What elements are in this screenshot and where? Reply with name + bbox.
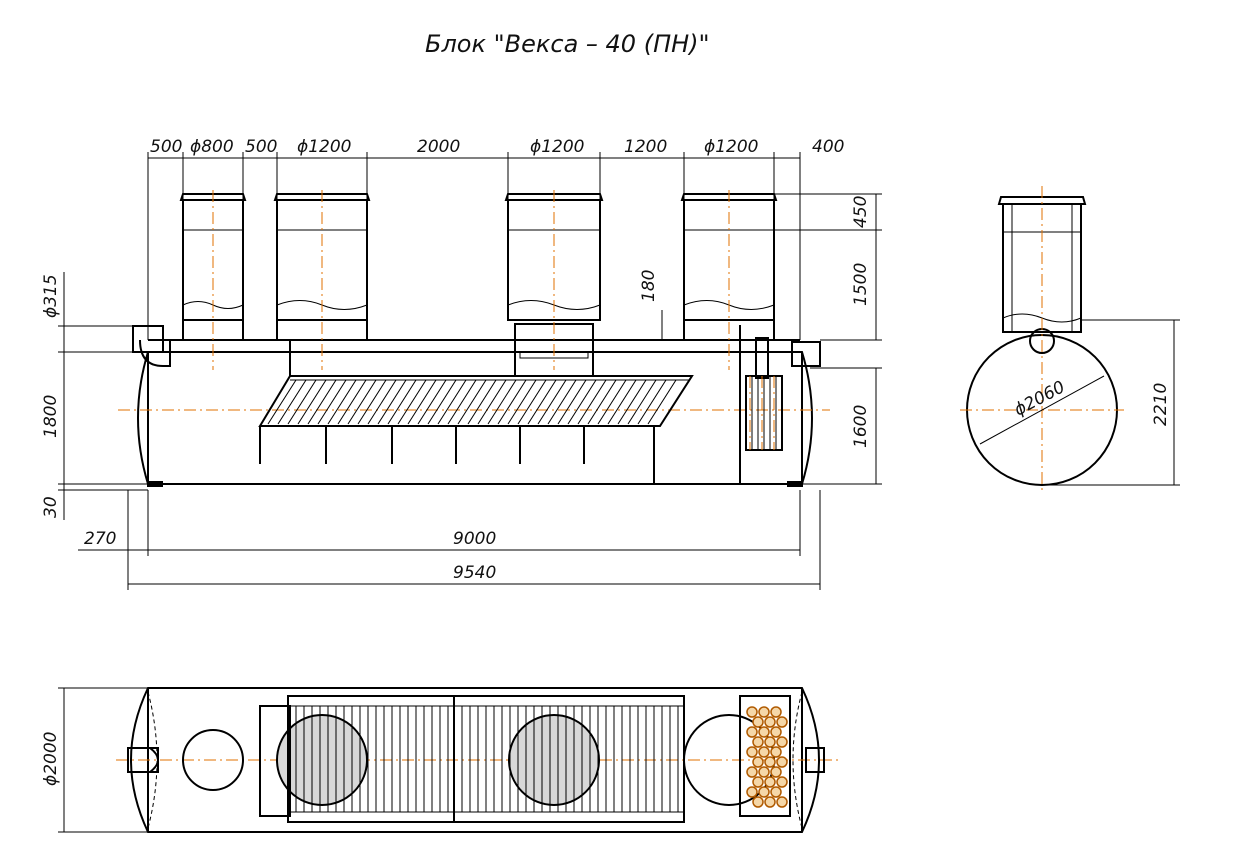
dim-top-8: ϕ1200 <box>704 137 758 157</box>
dim-top-5: 2000 <box>417 137 460 157</box>
sorbent-filter <box>745 337 821 451</box>
dim-top-3: 500 <box>245 137 277 157</box>
dim-right-1: 450 <box>851 196 871 228</box>
drawing-title: Блок "Векса – 40 (ПН)" <box>425 30 710 58</box>
dim-section-height: 2210 <box>1151 383 1171 426</box>
sorbent-cartridges <box>746 706 788 808</box>
cross-section: ϕ2060 2210 <box>960 186 1180 490</box>
dim-right-4: 1600 <box>851 405 871 448</box>
dim-top-1: 500 <box>150 137 182 157</box>
dim-left-3: 30 <box>41 496 61 518</box>
dim-top-9: 400 <box>812 137 844 157</box>
dim-top-6: ϕ1200 <box>530 137 584 157</box>
length-dimensions: 9000 9540 <box>78 490 821 590</box>
dim-plan-diameter: ϕ2000 <box>41 732 61 786</box>
dim-top-7: 1200 <box>624 137 667 157</box>
plan-neck-1 <box>182 729 244 791</box>
right-dimension-chain: 450 1500 180 1600 <box>639 193 882 485</box>
dim-section-diameter: ϕ2060 <box>1011 377 1068 420</box>
top-dimension-chain: 500 ϕ800 500 ϕ1200 2000 ϕ1200 1200 ϕ1200… <box>147 137 844 340</box>
plan-lamella-module <box>287 695 685 823</box>
lamella-module <box>258 375 694 484</box>
outlet-pipe <box>791 341 821 367</box>
left-dimension-chain: ϕ315 1800 30 270 <box>41 272 148 549</box>
dim-length-9000: 9000 <box>453 529 496 549</box>
dim-right-2: 1500 <box>851 263 871 306</box>
dim-top-2: ϕ800 <box>190 137 234 157</box>
plan-neck-3 <box>508 714 600 806</box>
dim-length-9540: 9540 <box>453 563 496 583</box>
dim-left-2: 1800 <box>41 395 61 438</box>
tank-body <box>137 351 813 485</box>
plan-sorbent-filter <box>739 695 791 817</box>
dim-left-4: 270 <box>84 529 116 549</box>
dim-left-1: ϕ315 <box>41 274 61 318</box>
dim-top-4: ϕ1200 <box>297 137 351 157</box>
side-elevation <box>118 190 830 487</box>
plan-view: ϕ2000 <box>41 687 840 833</box>
dim-right-3: 180 <box>639 270 659 302</box>
